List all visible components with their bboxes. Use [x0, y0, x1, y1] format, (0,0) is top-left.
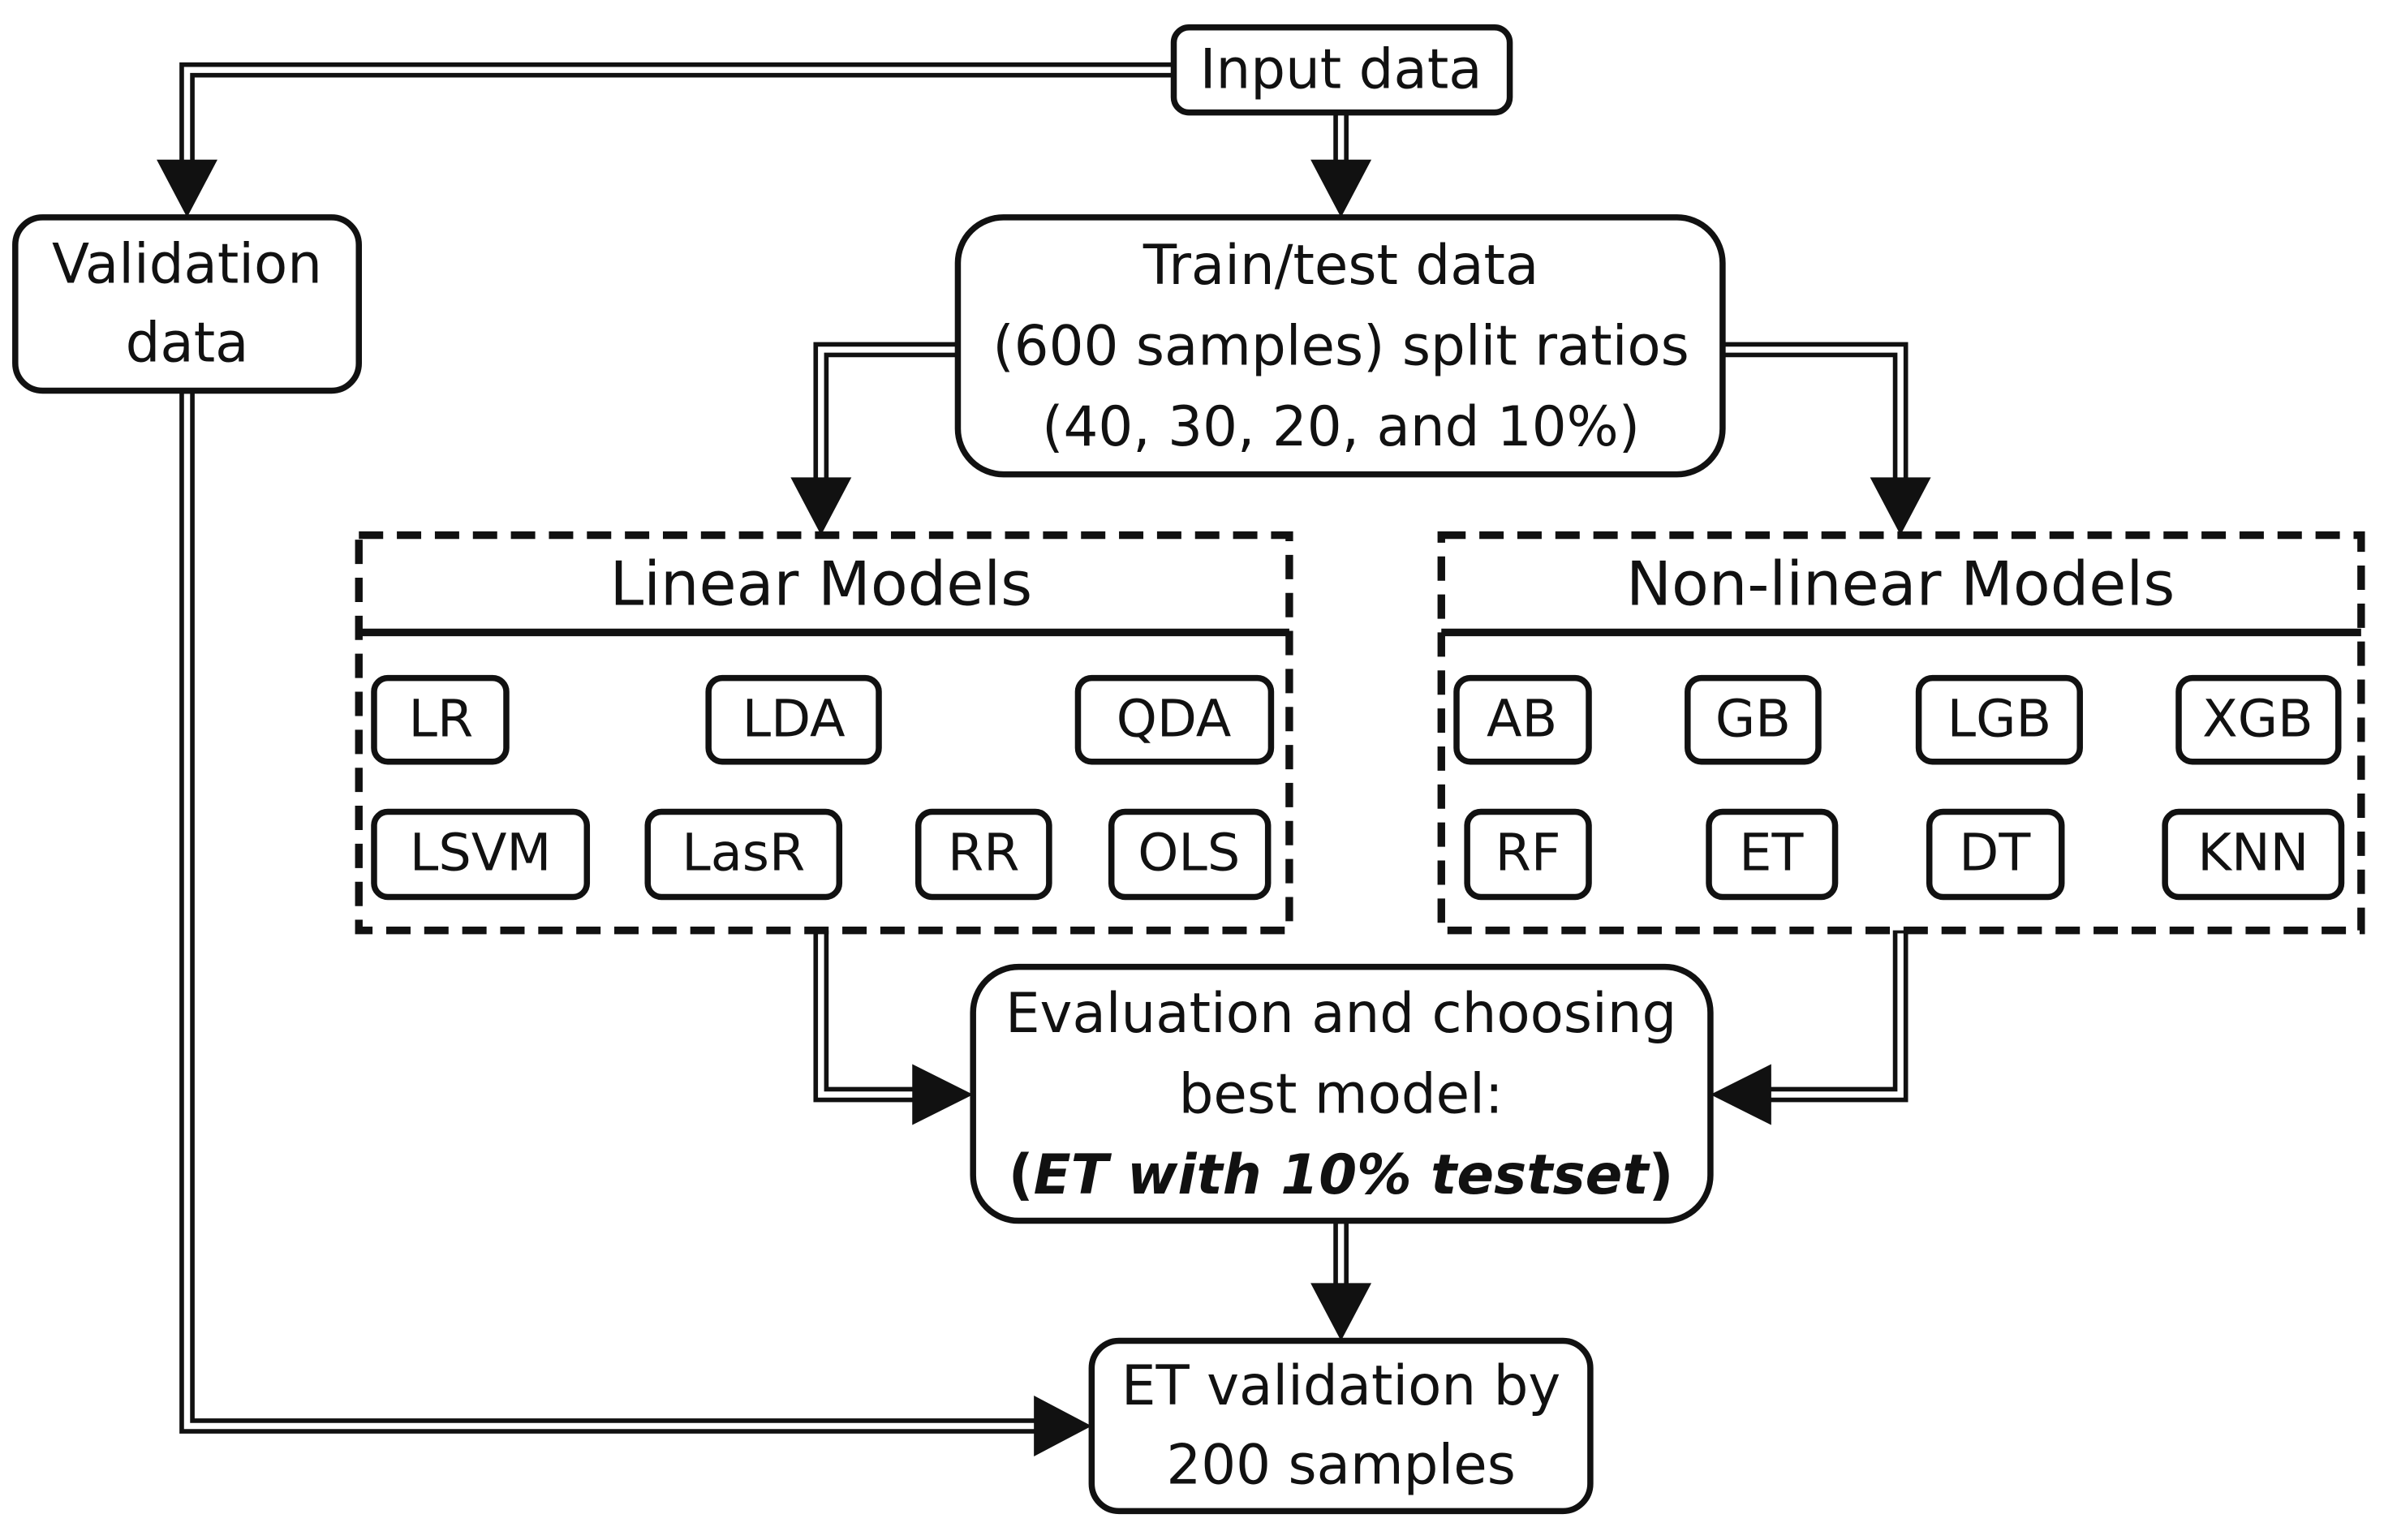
- arrow-evaluation-to-et-validation: [1310, 1220, 1372, 1341]
- model-ab: AB: [1453, 674, 1592, 765]
- label: KNN: [2197, 823, 2309, 883]
- arrow-input-to-train: [1310, 109, 1372, 217]
- label: RF: [1495, 823, 1561, 883]
- et-validation-line2: 200 samples: [1166, 1432, 1515, 1496]
- connectors: [157, 62, 1931, 1456]
- model-dt: DT: [1926, 808, 2065, 901]
- linear-models-group: Linear Models LR LDA QDA LSVM LasR RR OL…: [355, 531, 1293, 935]
- model-et: ET: [1706, 808, 1839, 901]
- validation-label-line1: Validation: [52, 231, 322, 295]
- label: LSVM: [410, 823, 551, 883]
- label: OLS: [1138, 823, 1240, 883]
- arrow-input-to-validation: [157, 62, 1174, 217]
- evaluation-best-model: (ET with 10% testset): [1009, 1142, 1674, 1207]
- label: LGB: [1947, 690, 2052, 750]
- train-test-line1: Train/test data: [1143, 233, 1538, 297]
- model-lr: LR: [371, 674, 510, 765]
- model-gb: GB: [1685, 674, 1822, 765]
- et-validation-node: ET validation by 200 samples: [1088, 1337, 1594, 1515]
- label: LR: [409, 690, 474, 750]
- model-rr: RR: [914, 808, 1052, 901]
- label: XGB: [2202, 690, 2313, 750]
- arrow-train-to-linear: [790, 342, 962, 536]
- arrow-nonlinear-to-evaluation: [1710, 930, 1908, 1125]
- model-lda: LDA: [705, 674, 882, 765]
- model-ols: OLS: [1108, 808, 1272, 901]
- label: RR: [948, 823, 1020, 883]
- arrow-validation-to-et-validation: [179, 390, 1092, 1456]
- label: AB: [1487, 690, 1557, 750]
- evaluation-line1: Evaluation and choosing: [1005, 981, 1676, 1045]
- train-test-node: Train/test data (600 samples) split rati…: [954, 214, 1726, 478]
- label: DT: [1959, 823, 2031, 883]
- model-lsvm: LSVM: [371, 808, 591, 901]
- model-qda: QDA: [1074, 674, 1275, 765]
- model-xgb: XGB: [2175, 674, 2342, 765]
- label: (: [1009, 1142, 1034, 1207]
- nonlinear-models-group: Non-linear Models AB GB LGB XGB RF ET DT…: [1437, 531, 2365, 935]
- label: GB: [1715, 690, 1791, 750]
- label: LDA: [742, 690, 846, 750]
- validation-label-line2: data: [126, 311, 249, 375]
- arrow-linear-to-evaluation: [813, 930, 974, 1125]
- model-knn: KNN: [2162, 808, 2345, 901]
- model-lasr: LasR: [644, 808, 843, 901]
- label: QDA: [1117, 690, 1232, 750]
- input-data-node: Input data: [1170, 24, 1513, 116]
- evaluation-line2: best model:: [1179, 1061, 1504, 1125]
- label: ET with 10% testset: [1034, 1142, 1651, 1207]
- input-data-label: Input data: [1200, 37, 1482, 101]
- train-test-line3: (40, 30, 20, and 10%): [1042, 394, 1640, 458]
- et-validation-line1: ET validation by: [1121, 1353, 1560, 1417]
- train-test-line2: (600 samples) split ratios: [992, 313, 1689, 377]
- model-lgb: LGB: [1915, 674, 2083, 765]
- model-rf: RF: [1464, 808, 1592, 901]
- validation-data-node: Validation data: [12, 214, 362, 394]
- arrow-train-to-nonlinear: [1719, 342, 1931, 536]
- label: ): [1649, 1142, 1674, 1207]
- evaluation-node: Evaluation and choosing best model: (ET …: [970, 963, 1714, 1224]
- label: LasR: [682, 823, 805, 883]
- linear-models-title: Linear Models: [609, 548, 1032, 620]
- nonlinear-models-title: Non-linear Models: [1626, 548, 2175, 620]
- label: ET: [1739, 823, 1804, 883]
